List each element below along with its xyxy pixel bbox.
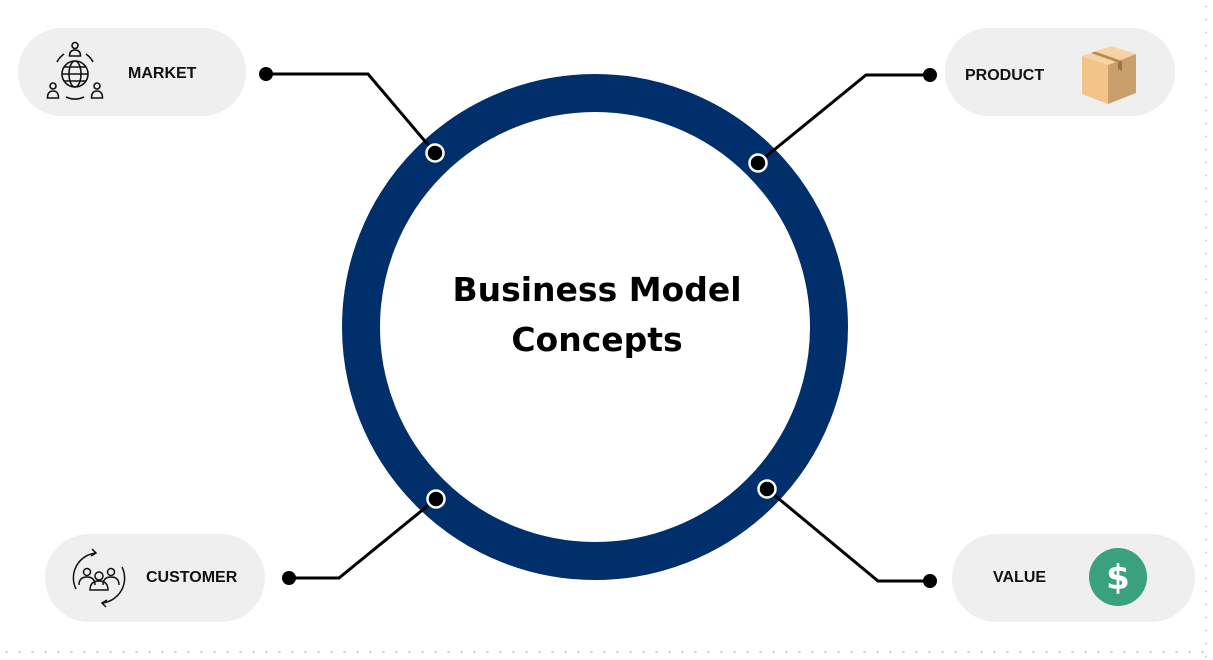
- customer-ring-dot: [426, 489, 446, 509]
- product-pill: [945, 28, 1175, 116]
- dotted-border-right: [1205, 0, 1207, 660]
- customer-label: CUSTOMER: [146, 569, 238, 586]
- title-line-1: Business Model: [452, 270, 742, 309]
- product-label: PRODUCT: [965, 67, 1045, 84]
- market-label: MARKET: [128, 65, 197, 82]
- market-connector: [266, 72, 437, 154]
- diagram-title: Business Model Concepts: [397, 265, 797, 365]
- market-end-dot: [259, 67, 273, 81]
- title-line-2: Concepts: [511, 320, 683, 359]
- customer-end-dot: [282, 571, 296, 585]
- svg-text:$: $: [1106, 558, 1130, 598]
- value-pill: [952, 534, 1195, 622]
- product-ring-dot: [748, 153, 768, 173]
- dotted-border-bottom: [0, 651, 1213, 653]
- product-connector: [757, 73, 930, 165]
- value-connector: [766, 487, 930, 583]
- value-ring-dot: [757, 479, 777, 499]
- market-ring-dot: [425, 143, 445, 163]
- customer-connector: [289, 497, 437, 580]
- market-pill: [18, 28, 246, 116]
- value-end-dot: [923, 574, 937, 588]
- globe-people-icon: [46, 41, 104, 100]
- value-label: VALUE: [993, 569, 1047, 586]
- cardboard-box-icon: [1082, 46, 1136, 104]
- product-end-dot: [923, 68, 937, 82]
- central-ring: [342, 74, 848, 580]
- customer-cycle-icon: [72, 548, 126, 608]
- dollar-icon: $: [1089, 548, 1147, 606]
